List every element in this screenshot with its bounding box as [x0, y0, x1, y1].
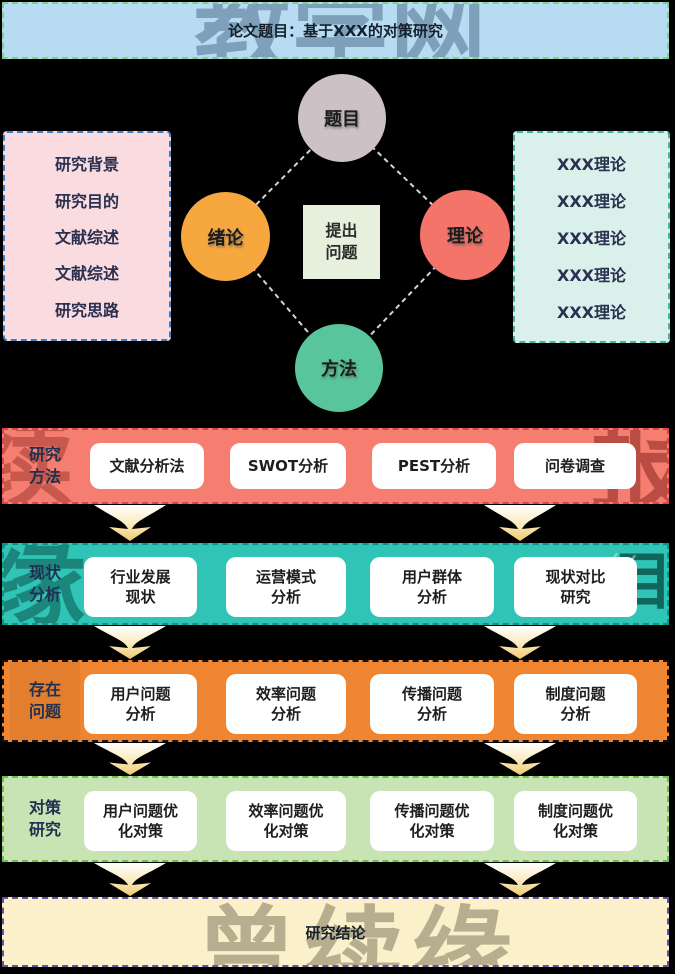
card-line: 效率问题优	[248, 801, 324, 820]
row-label-countermeasure: 对策 研究	[10, 778, 80, 860]
card-line: 化对策	[409, 822, 455, 840]
node-problem-square: 提出 问题	[303, 205, 380, 279]
card-line: 运营模式	[255, 567, 316, 586]
card-line: 研究	[560, 588, 591, 606]
problem-card: 制度问题 分析	[514, 674, 637, 734]
problem-card: 传播问题 分析	[370, 674, 494, 734]
down-arrow-icon	[484, 743, 556, 775]
card-line: 用户问题优	[102, 801, 178, 820]
row-label-line: 现状	[28, 562, 61, 582]
title-banner: 教学网 论文题目：基于XXX的对策研究	[2, 2, 669, 59]
strategy-card: 传播问题优 化对策	[370, 791, 494, 851]
list-item: 文献综述	[54, 227, 119, 247]
card-line: 文献分析法	[109, 456, 185, 475]
node-method-circle: 方法	[295, 324, 383, 412]
card-line: 分析	[125, 705, 156, 723]
card-line: 分析	[560, 705, 591, 723]
list-item: XXX理论	[556, 155, 626, 175]
introduction-list-box: 研究背景 研究目的 文献综述 文献综述 研究思路	[3, 131, 171, 341]
node-theory-circle: 理论	[420, 190, 510, 280]
node-title-label: 题目	[324, 109, 360, 130]
card-line: 制度问题优	[537, 801, 613, 820]
down-arrow-icon	[484, 626, 556, 659]
method-card: 文献分析法	[90, 443, 204, 489]
card-line: 传播问题优	[394, 801, 470, 820]
row-status-analysis: 缘 目 ╱╱ 现状 分析 行业发展 现状 运营模式 分析 用户群体 分析 现状对…	[2, 543, 669, 625]
list-item: XXX理论	[556, 228, 626, 248]
title-text: 论文题目：基于XXX的对策研究	[228, 22, 443, 40]
row-label-line: 研究	[28, 820, 61, 839]
card-line: 化对策	[117, 822, 163, 840]
row-label-line: 存在	[28, 679, 61, 699]
down-arrow-icon	[94, 505, 166, 541]
problem-line1: 提出	[325, 221, 358, 241]
card-line: 行业发展	[110, 567, 171, 586]
node-title-circle: 题目	[298, 74, 386, 162]
node-theory-label: 理论	[447, 226, 483, 247]
status-card: 行业发展 现状	[84, 557, 197, 617]
problem-line2: 问题	[325, 243, 358, 262]
card-line: 用户问题	[110, 684, 171, 703]
row-research-methods: 续 报 研究 方法 文献分析法 SWOT分析 PEST分析 问卷调查	[2, 428, 669, 504]
strategy-card: 效率问题优 化对策	[226, 791, 346, 851]
card-line: 分析	[416, 705, 447, 723]
problem-card: 效率问题 分析	[226, 674, 346, 734]
card-line: SWOT分析	[247, 456, 329, 475]
down-arrow-icon	[94, 743, 166, 775]
down-arrow-icon	[484, 863, 556, 896]
row-label-line: 分析	[28, 585, 61, 604]
list-item: 研究目的	[54, 191, 119, 211]
list-item: 研究思路	[54, 300, 119, 320]
strategy-card: 制度问题优 化对策	[514, 791, 637, 851]
theory-list-box: XXX理论 XXX理论 XXX理论 XXX理论 XXX理论	[513, 131, 670, 343]
status-card: 用户群体 分析	[370, 557, 494, 617]
method-card: 问卷调查	[514, 443, 636, 489]
card-line: 分析	[416, 588, 447, 606]
method-card: SWOT分析	[230, 443, 346, 489]
conclusion-text: 研究结论	[305, 923, 366, 942]
list-item: 文献综述	[54, 264, 119, 284]
node-method-label: 方法	[321, 359, 357, 380]
strategy-card: 用户问题优 化对策	[84, 791, 197, 851]
card-line: 化对策	[263, 822, 309, 840]
list-item: XXX理论	[556, 192, 626, 212]
node-introduction-circle: 绪论	[181, 192, 270, 281]
down-arrow-icon	[94, 863, 166, 896]
row-label-status-analysis: 现状 分析	[10, 545, 80, 623]
card-line: 问卷调查	[544, 456, 605, 475]
method-card: PEST分析	[372, 443, 496, 489]
row-existing-problems: 存在 问题 用户问题 分析 效率问题 分析 传播问题 分析 制度问题 分析	[2, 660, 669, 742]
row-label-existing-problems: 存在 问题	[10, 662, 80, 740]
row-countermeasure-research: 对策 研究 用户问题优 化对策 效率问题优 化对策 传播问题优 化对策 制度问题…	[2, 776, 669, 862]
card-line: 分析	[270, 588, 301, 606]
row-label-research-methods: 研究 方法	[10, 430, 80, 502]
list-item: XXX理论	[556, 265, 626, 285]
list-item: 研究背景	[54, 155, 119, 175]
card-line: 分析	[270, 705, 301, 723]
card-line: 制度问题	[545, 684, 606, 703]
card-line: 传播问题	[401, 684, 462, 703]
card-line: 现状对比	[545, 567, 606, 586]
problem-card: 用户问题 分析	[84, 674, 197, 734]
list-item: XXX理论	[556, 302, 626, 322]
card-line: 效率问题	[255, 684, 316, 703]
conclusion-banner: 曾续缘 研究结论	[2, 897, 669, 967]
card-line: 用户群体	[401, 567, 462, 586]
status-card: 现状对比 研究	[514, 557, 637, 617]
card-line: 现状	[125, 588, 156, 606]
down-arrow-icon	[484, 505, 556, 541]
status-card: 运营模式 分析	[226, 557, 346, 617]
down-arrow-icon	[94, 626, 166, 659]
card-line: PEST分析	[397, 456, 471, 475]
node-introduction-label: 绪论	[207, 227, 244, 249]
row-label-line: 对策	[28, 797, 61, 817]
row-label-line: 研究	[28, 444, 61, 464]
card-line: 化对策	[552, 822, 598, 840]
row-label-line: 问题	[28, 702, 61, 721]
row-label-line: 方法	[28, 467, 61, 486]
